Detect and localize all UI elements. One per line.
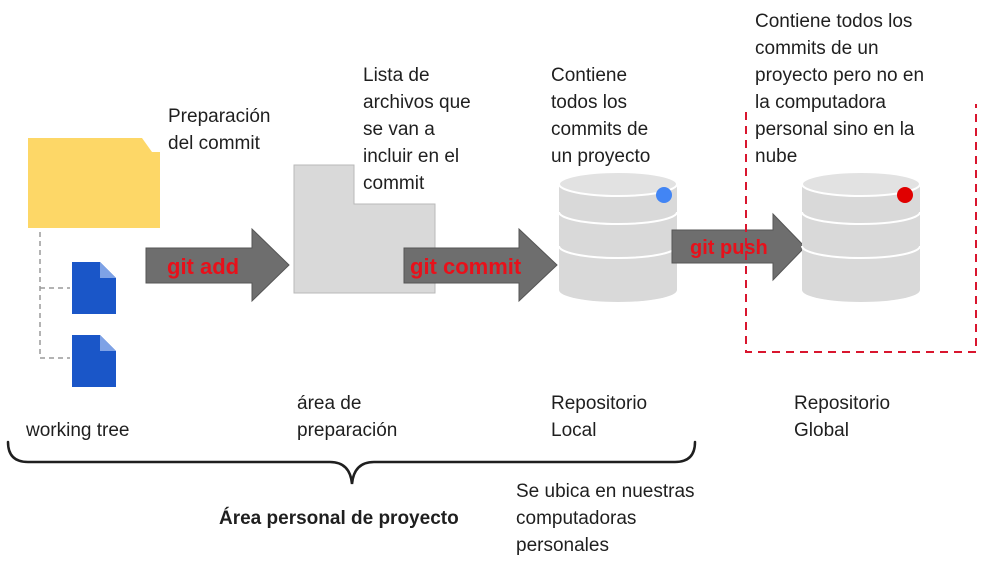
personal-area-label: Área personal de proyecto [219, 508, 459, 529]
git-add-arrow [145, 227, 290, 303]
cloud-boundary [745, 104, 977, 353]
staging-description: Lista de archivos que se van a incluir e… [363, 65, 471, 194]
file-icon [72, 335, 116, 387]
git-commit-arrow [403, 227, 558, 303]
staging-area-label: área de preparación [297, 393, 398, 441]
database-icon [801, 171, 921, 302]
prep-commit-label: Preparación del commit [168, 106, 271, 154]
remote-repo-dot [897, 187, 913, 203]
tree-lines [39, 232, 70, 359]
file-fold [100, 335, 116, 351]
local-repo-dot [656, 187, 672, 203]
file-fold [100, 262, 116, 278]
local-repo-label: Repositorio Local [551, 393, 648, 441]
personal-area-brace [6, 440, 697, 485]
git-push-label: git push [690, 237, 768, 259]
local-repo-description: Contiene todos los commits de un proyect… [551, 65, 651, 167]
git-push-arrow [671, 212, 806, 282]
file-icon [72, 262, 116, 314]
git-commit-label: git commit [410, 254, 522, 279]
database-icon [558, 171, 678, 302]
remote-repo-description: Contiene todos los commits de un proyect… [755, 11, 925, 167]
location-note: Se ubica en nuestras computadoras person… [516, 481, 695, 556]
remote-repo-label: Repositorio Global [794, 393, 891, 441]
staging-area-icon [293, 164, 436, 294]
working-tree-label: working tree [26, 420, 130, 441]
folder-icon [28, 138, 160, 228]
git-add-label: git add [167, 254, 239, 279]
